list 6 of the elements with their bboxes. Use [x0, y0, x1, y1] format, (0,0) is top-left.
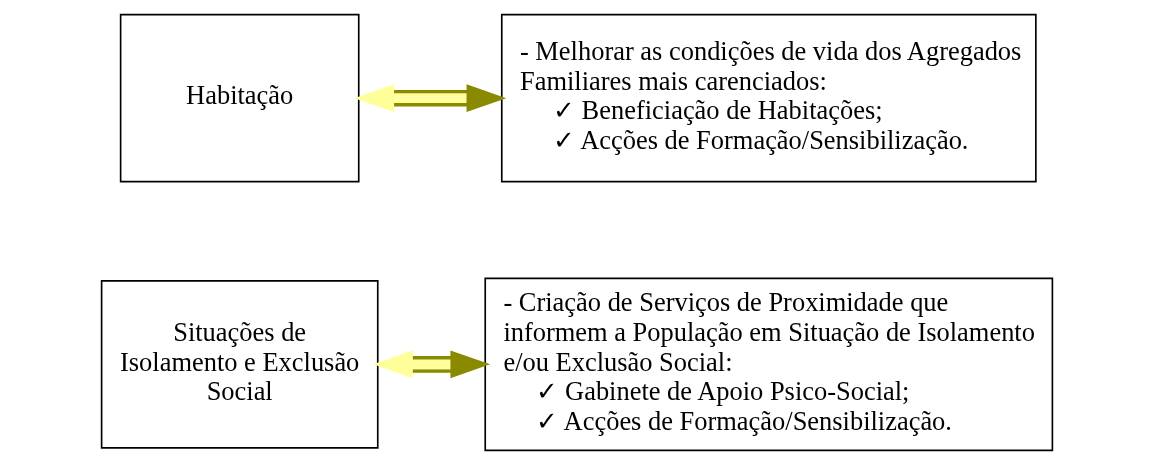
node-box: Situações de Isolamento e Exclusão Social: [100, 280, 379, 449]
node-box: - Criação de Serviços de Proximidade que informem a População em Situação de Isolamento e/ou Exclusão Social: ✓ Gabinete de Apoio Psico-Social; ✓ Acções de Formação/Sensibilização.: [484, 277, 1054, 452]
arrow: [354, 84, 507, 113]
arrow: [373, 350, 491, 379]
node-box: Habitação: [119, 13, 360, 183]
node-box: - Melhorar as condições de vida dos Agregados Familiares mais carenciados: ✓ Beneficiação de Habitações; ✓ Acções de Formação/Sensibilização.: [500, 13, 1037, 183]
